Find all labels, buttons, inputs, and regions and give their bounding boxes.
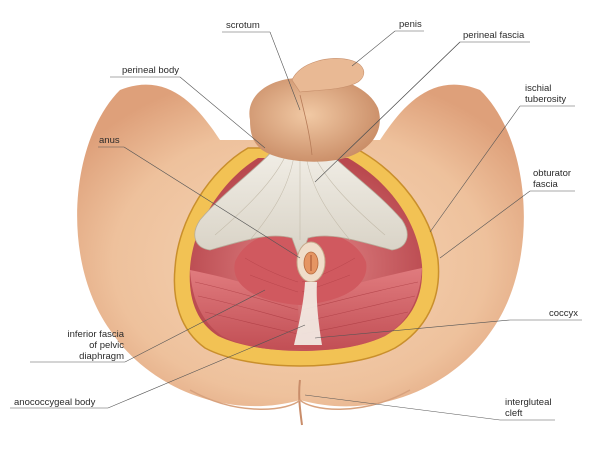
label-inferior-fascia: inferior fascia of pelvic diaphragm bbox=[20, 329, 125, 362]
label-perineal-body: perineal body bbox=[121, 65, 179, 76]
label-intergluteal-line-2: cleft bbox=[505, 408, 523, 419]
label-coccyx: coccyx bbox=[549, 308, 579, 319]
scrotum-penis bbox=[249, 58, 380, 162]
label-obturator-line-2: fascia bbox=[533, 179, 558, 190]
label-inferior-line-2: of pelvic bbox=[89, 340, 124, 351]
label-intergluteal-line-1: intergluteal bbox=[505, 397, 552, 408]
label-perineal-fascia: perineal fascia bbox=[463, 30, 525, 41]
anus-structure bbox=[296, 241, 326, 283]
label-intergluteal-cleft: intergluteal cleft bbox=[505, 397, 551, 419]
label-ischial-tuberosity: ischial tuberosity bbox=[525, 83, 566, 105]
leader-lines bbox=[10, 30, 582, 421]
label-obturator-fascia: obturator fascia bbox=[533, 168, 571, 190]
label-anus: anus bbox=[99, 135, 120, 146]
label-obturator-line-1: obturator bbox=[533, 168, 572, 179]
label-penis: penis bbox=[399, 19, 422, 30]
gluteus-muscle-right bbox=[300, 268, 422, 350]
label-inferior-line-1: inferior fascia bbox=[67, 329, 125, 340]
label-scrotum: scrotum bbox=[226, 20, 260, 31]
anococcygeal-body-shape bbox=[294, 282, 322, 345]
label-anococcygeal-body: anococcygeal body bbox=[14, 397, 96, 408]
label-ischial-line-2: tuberosity bbox=[525, 94, 567, 105]
gluteus-muscle-left bbox=[190, 270, 300, 350]
label-ischial-line-1: ischial bbox=[525, 83, 552, 94]
label-inferior-line-3: diaphragm bbox=[79, 351, 124, 362]
